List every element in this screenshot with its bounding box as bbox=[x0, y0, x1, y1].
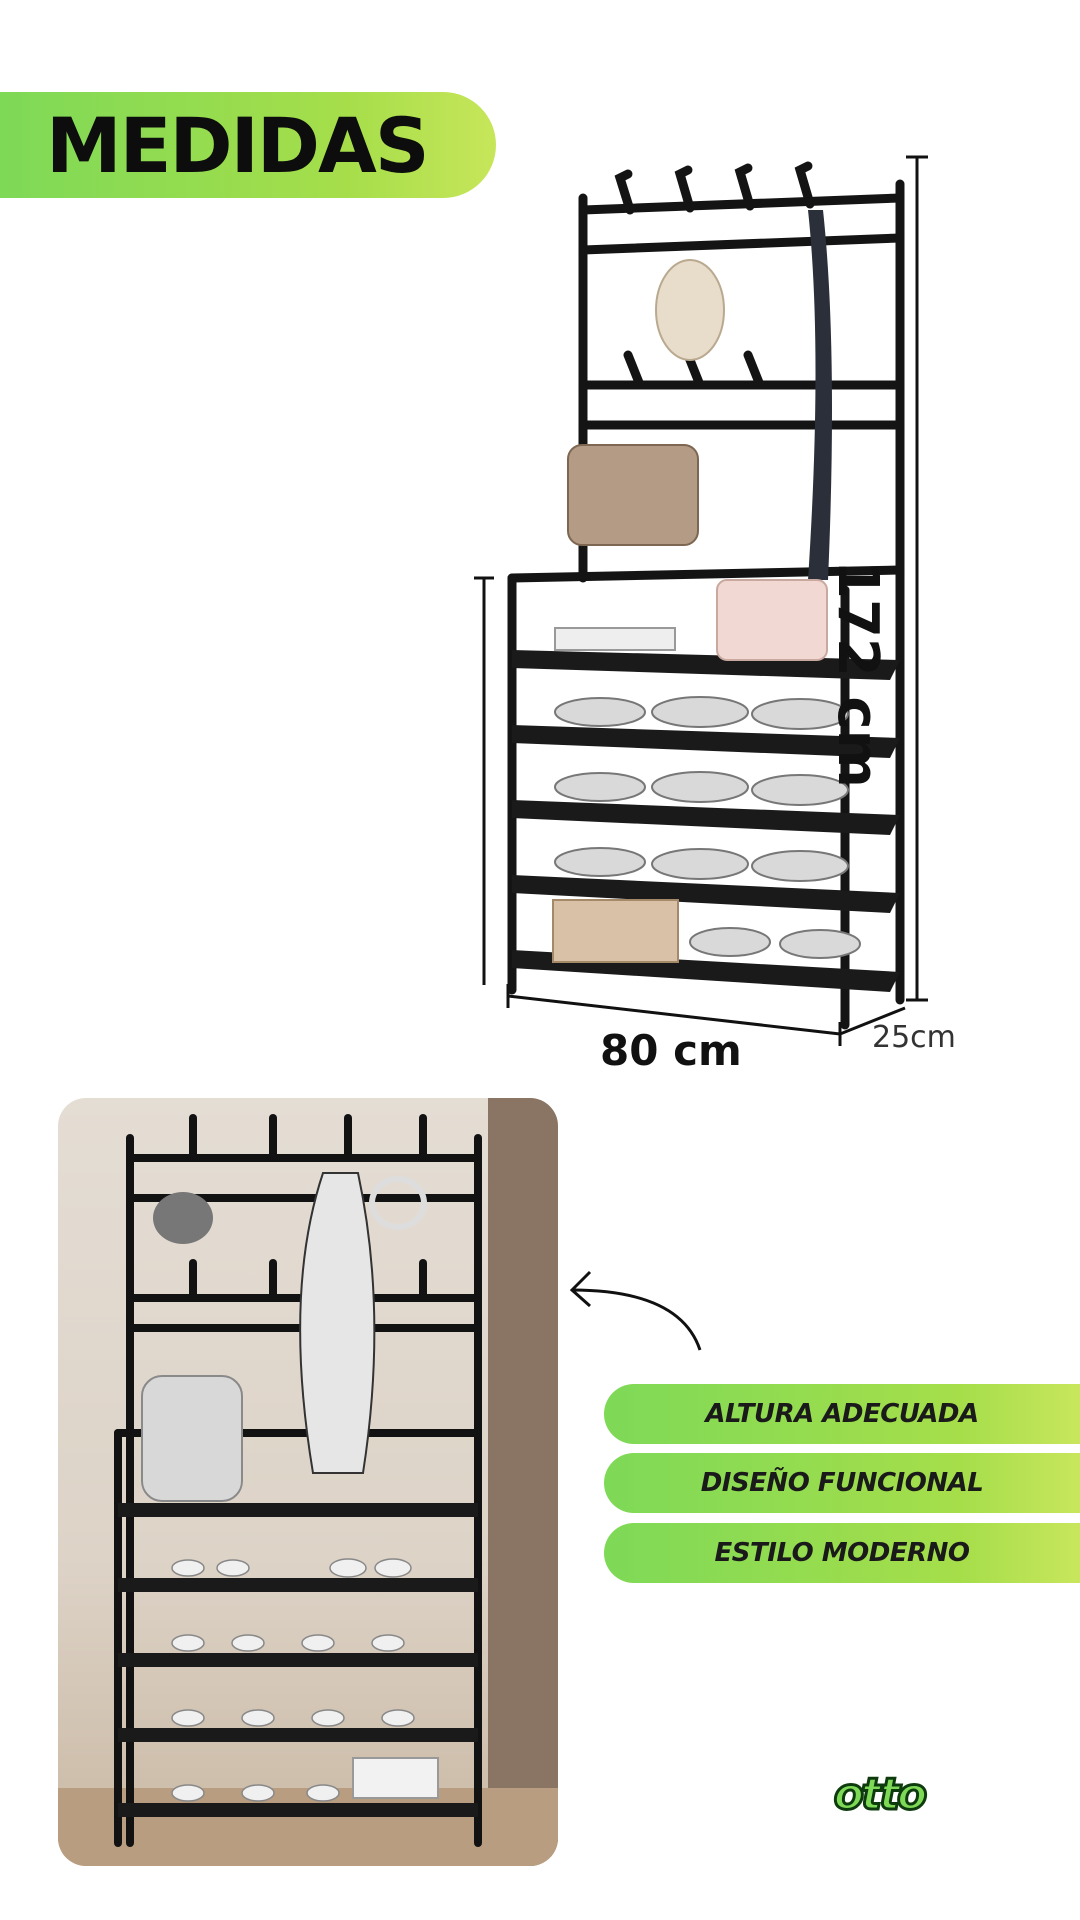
feature-estilo-moderno: ESTILO MODERNO bbox=[604, 1523, 1080, 1583]
width-label: 80 cm bbox=[600, 1026, 742, 1075]
books-icon bbox=[554, 627, 676, 651]
storage-box bbox=[552, 899, 679, 963]
page-title: MEDIDAS bbox=[46, 100, 430, 190]
width-dimension-line bbox=[506, 984, 906, 1046]
shoes-on-shelves bbox=[554, 696, 861, 959]
rack-frame bbox=[507, 161, 905, 1030]
cap-icon bbox=[655, 259, 725, 361]
scarf-icon bbox=[808, 210, 832, 580]
title-banner: MEDIDAS bbox=[0, 92, 496, 198]
purse-icon bbox=[716, 579, 828, 661]
feature-altura-adecuada: ALTURA ADECUADA bbox=[604, 1384, 1080, 1444]
height-dimension-line bbox=[474, 155, 928, 1002]
shoe-rack-photo-icon bbox=[58, 1098, 558, 1866]
product-photo bbox=[58, 1098, 558, 1866]
handbag-icon bbox=[567, 444, 699, 546]
brand-logo-text: otto bbox=[832, 1767, 929, 1821]
brand-logo: otto bbox=[824, 1766, 934, 1822]
height-label: 172 cm bbox=[825, 560, 890, 788]
rack-shelves bbox=[512, 650, 900, 992]
curved-arrow-icon bbox=[569, 1270, 702, 1351]
feature-diseno-funcional: DISEÑO FUNCIONAL bbox=[604, 1453, 1080, 1513]
depth-label: 25cm bbox=[872, 1020, 956, 1055]
shoe-rack-dimension-diagram bbox=[474, 155, 928, 1046]
